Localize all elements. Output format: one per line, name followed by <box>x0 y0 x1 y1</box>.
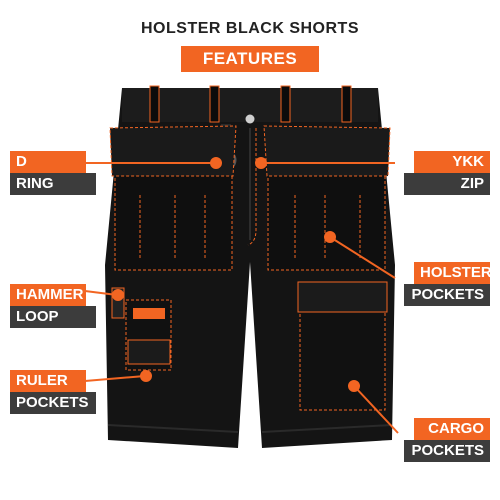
holster-pockets-label-bottom: POCKETS <box>404 284 490 306</box>
hammer-loop-label-top: HAMMER <box>10 284 86 306</box>
ykk-zip-label-bottom: ZIP <box>404 173 490 195</box>
brand-tag <box>133 308 165 319</box>
belt-loop <box>341 85 352 123</box>
holster-pockets-label-top: HOLSTER <box>414 262 492 284</box>
callout-connectors <box>84 157 399 434</box>
cargo-pockets-label-top: CARGO <box>414 418 490 440</box>
cargo-pockets-label-bottom: POCKETS <box>404 440 490 462</box>
ruler-flap <box>127 339 171 365</box>
fly-stitch <box>247 128 257 246</box>
cargo-flap <box>297 281 388 313</box>
ruler-pockets-label-top: RULER <box>10 370 86 392</box>
holster-flap-right <box>263 125 391 177</box>
belt-loop <box>149 85 160 123</box>
waist-button <box>245 114 255 124</box>
features-badge: FEATURES <box>181 46 319 72</box>
d-ring-label-top: D <box>10 151 86 173</box>
ruler-pockets-label-bottom: POCKETS <box>10 392 96 414</box>
belt-loop <box>209 85 220 123</box>
belt-loop <box>280 85 291 123</box>
ykk-zip-label-top: YKK <box>414 151 490 173</box>
hammer-loop-label-bottom: LOOP <box>10 306 96 328</box>
d-ring-label-bottom: RING <box>10 173 96 195</box>
product-title: HOLSTER BLACK SHORTS <box>141 20 359 37</box>
